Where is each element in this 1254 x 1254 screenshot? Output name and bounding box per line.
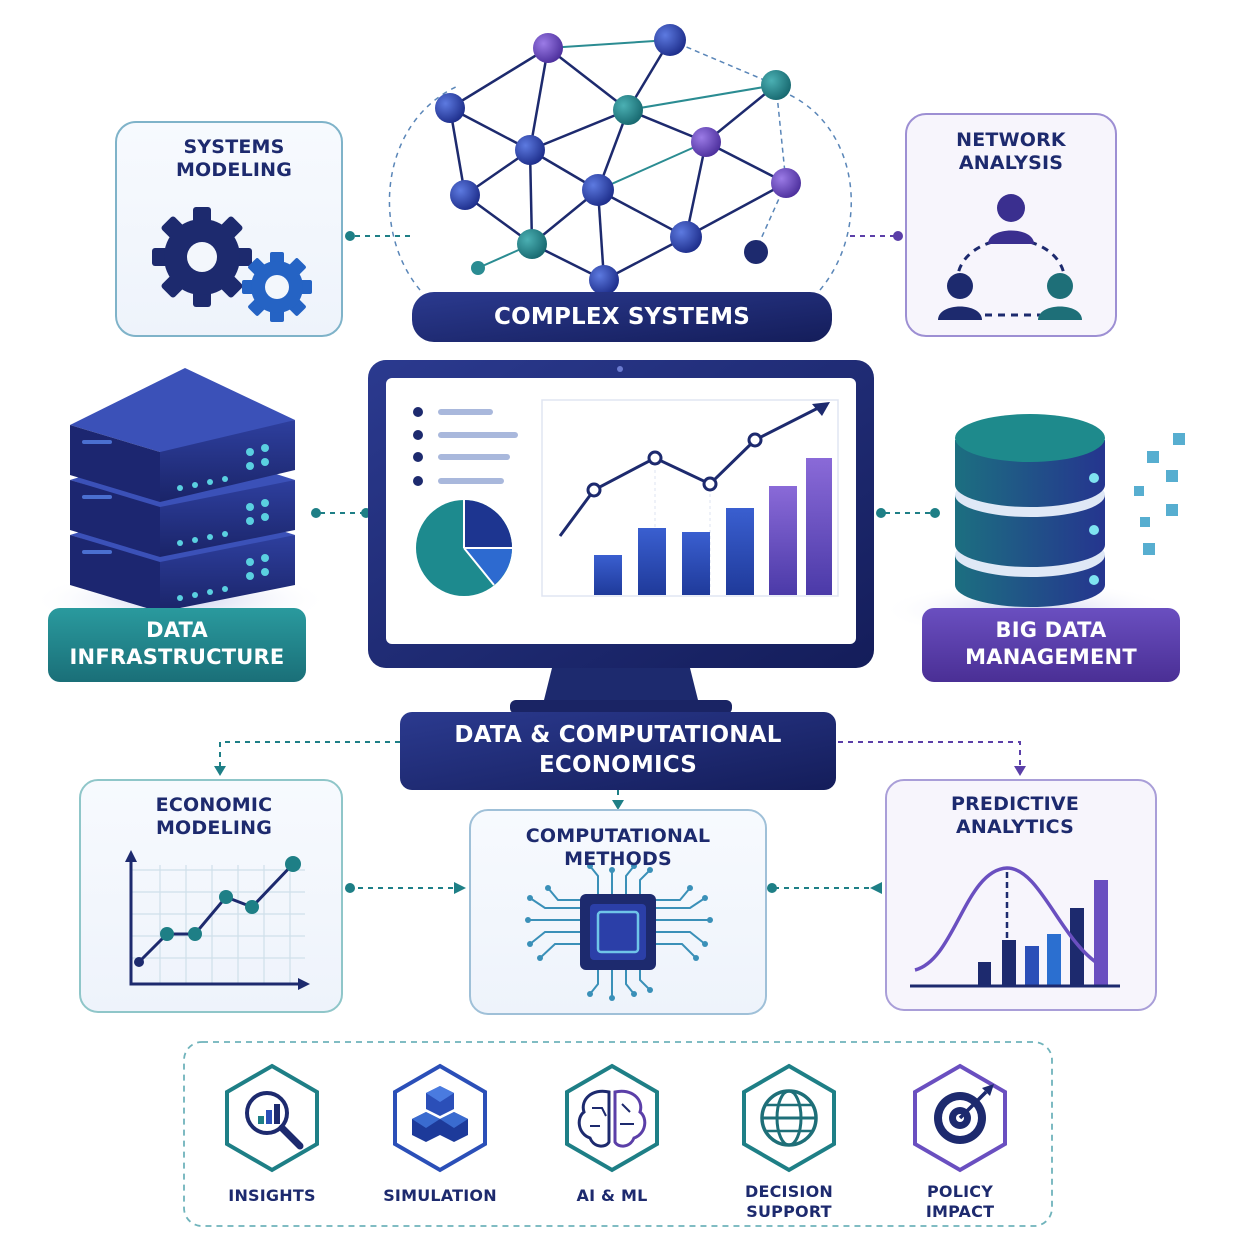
- network-graph: [435, 24, 801, 295]
- predictive-analytics-card: [885, 779, 1157, 1011]
- complex-systems-banner: [412, 292, 832, 342]
- data-infrastructure-banner: [48, 608, 306, 682]
- outcome-label-ai-ml: AI & ML: [576, 1186, 648, 1205]
- outcomes-panel: [183, 1041, 1053, 1227]
- database-icon: [880, 414, 1185, 638]
- gears-icon: [152, 207, 312, 322]
- connector-lines: [219, 84, 1021, 889]
- people-network-icon: [938, 194, 1082, 320]
- data-computational-economics-banner: [400, 712, 836, 790]
- outcome-label-insights: INSIGHTS: [228, 1186, 316, 1205]
- dashboard-bar-chart: [541, 399, 839, 597]
- dashboard-list: [413, 407, 518, 486]
- server-stack-icon: [30, 368, 330, 630]
- big-data-management-banner: [922, 608, 1180, 682]
- monitor-dashboard: [368, 360, 874, 714]
- network-analysis-card: [905, 113, 1117, 337]
- computational-methods-card: [469, 809, 767, 1015]
- globe-icon: [742, 1063, 836, 1173]
- line-chart-icon: [125, 850, 310, 990]
- connector-dots: [214, 231, 1026, 894]
- complex-systems-label: COMPLEX SYSTEMS: [494, 304, 750, 330]
- magnifier-chart-icon: [225, 1063, 319, 1173]
- systems-modeling-card: [115, 121, 343, 337]
- cubes-icon: [393, 1063, 487, 1173]
- target-icon: [913, 1063, 1007, 1173]
- economic-modeling-card: [79, 779, 343, 1013]
- chip-icon: [529, 865, 708, 996]
- brain-icon: [565, 1063, 659, 1173]
- distribution-chart-icon: [910, 866, 1120, 988]
- outcome-label-simulation: SIMULATION: [383, 1186, 497, 1205]
- dashboard-pie-chart: [416, 500, 512, 596]
